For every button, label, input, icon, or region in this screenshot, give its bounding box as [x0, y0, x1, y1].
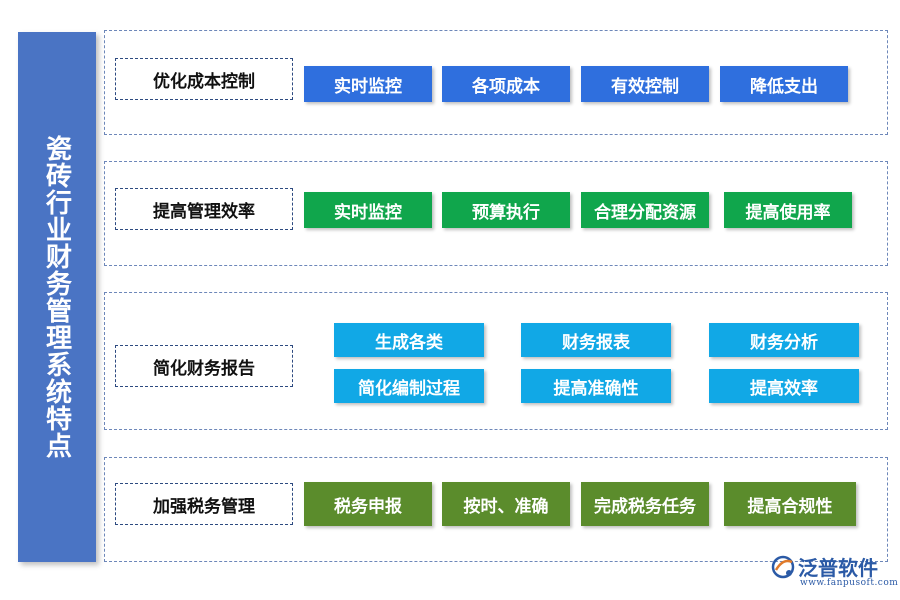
section-tax-management: 加强税务管理 税务申报 按时、准确 完成税务任务 提高合规性 — [104, 457, 888, 562]
feature-box: 降低支出 — [720, 66, 848, 102]
feature-box: 生成各类 — [334, 323, 484, 357]
feature-box: 财务分析 — [709, 323, 859, 357]
feature-box: 提高效率 — [709, 369, 859, 403]
feature-box: 提高准确性 — [521, 369, 671, 403]
feature-box: 有效控制 — [581, 66, 709, 102]
section-management-efficiency: 提高管理效率 实时监控 预算执行 合理分配资源 提高使用率 — [104, 161, 888, 266]
feature-box: 财务报表 — [521, 323, 671, 357]
feature-box: 提高合规性 — [724, 482, 856, 526]
feature-box: 实时监控 — [304, 66, 432, 102]
brand-name: 泛普软件 — [798, 556, 878, 580]
title-text: 瓷砖行业财务管理系统特点 — [41, 135, 72, 459]
feature-box: 简化编制过程 — [334, 369, 484, 403]
brand-url: www.fanpusoft.com — [800, 578, 899, 588]
feature-box: 完成税务任务 — [581, 482, 709, 526]
section-financial-reports: 简化财务报告 生成各类 财务报表 财务分析 简化编制过程 提高准确性 提高效率 — [104, 292, 888, 430]
brand-watermark: 泛普软件 www.fanpusoft.com — [770, 552, 898, 592]
feature-box: 按时、准确 — [442, 482, 570, 526]
feature-box: 预算执行 — [442, 192, 570, 228]
feature-box: 提高使用率 — [724, 192, 852, 228]
feature-box: 税务申报 — [304, 482, 432, 526]
feature-box: 各项成本 — [442, 66, 570, 102]
feature-box: 合理分配资源 — [581, 192, 709, 228]
section-label: 加强税务管理 — [115, 483, 293, 525]
section-cost-control: 优化成本控制 实时监控 各项成本 有效控制 降低支出 — [104, 30, 888, 135]
section-label: 优化成本控制 — [115, 58, 293, 100]
feature-box: 实时监控 — [304, 192, 432, 228]
section-label: 提高管理效率 — [115, 188, 293, 230]
section-label: 简化财务报告 — [115, 345, 293, 387]
fanpu-logo-icon — [771, 555, 795, 579]
diagram-title: 瓷砖行业财务管理系统特点 — [18, 32, 96, 562]
